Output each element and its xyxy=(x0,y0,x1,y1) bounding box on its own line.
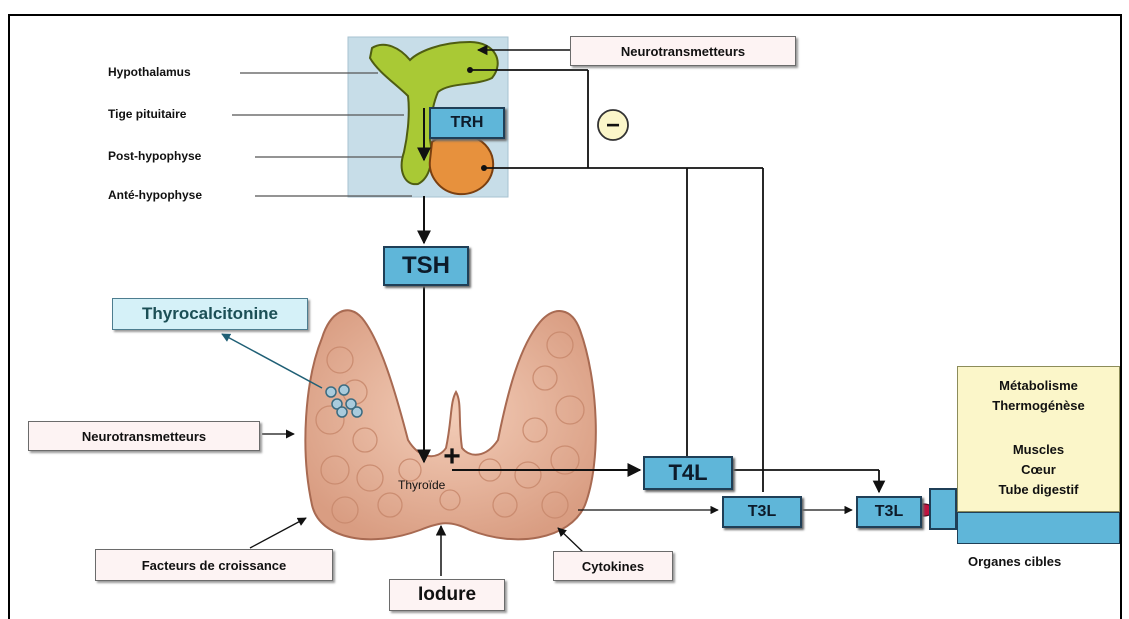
cytokines-box: Cytokines xyxy=(553,551,673,581)
neurotransmetteurs-left-box: Neurotransmetteurs xyxy=(28,421,260,451)
iodure-box: Iodure xyxy=(389,579,505,611)
neurotransmetteurs-top-box: Neurotransmetteurs xyxy=(570,36,796,66)
plus-sign: + xyxy=(443,440,461,473)
trh-box: TRH xyxy=(429,107,505,139)
target-membrane-band xyxy=(957,512,1120,544)
organes-cibles-label: Organes cibles xyxy=(968,554,1061,569)
facteurs-de-croissance-box: Facteurs de croissance xyxy=(95,549,333,581)
target-metabolisme: Métabolisme xyxy=(957,378,1120,393)
label-hypothalamus: Hypothalamus xyxy=(108,65,191,79)
target-tube-digestif: Tube digestif xyxy=(957,482,1120,497)
label-tige-pituitaire: Tige pituitaire xyxy=(108,107,186,121)
minus-sign: − xyxy=(606,112,620,139)
t3l-target-box: T3L xyxy=(856,496,922,528)
receptor-box xyxy=(929,488,957,530)
anterior-pituitary-shape xyxy=(430,134,493,194)
thyrocalcitonine-box: Thyrocalcitonine xyxy=(112,298,308,330)
tsh-box: TSH xyxy=(383,246,469,286)
thyroid-label: Thyroïde xyxy=(398,478,445,492)
label-post-hypophyse: Post-hypophyse xyxy=(108,149,201,163)
t3l-box: T3L xyxy=(722,496,802,528)
target-muscles: Muscles xyxy=(957,442,1120,457)
target-thermogenese: Thermogénèse xyxy=(957,398,1120,413)
t4l-box: T4L xyxy=(643,456,733,490)
label-ante-hypophyse: Anté-hypophyse xyxy=(108,188,202,202)
target-coeur: Cœur xyxy=(957,462,1120,477)
thyroid-gland xyxy=(305,310,595,539)
